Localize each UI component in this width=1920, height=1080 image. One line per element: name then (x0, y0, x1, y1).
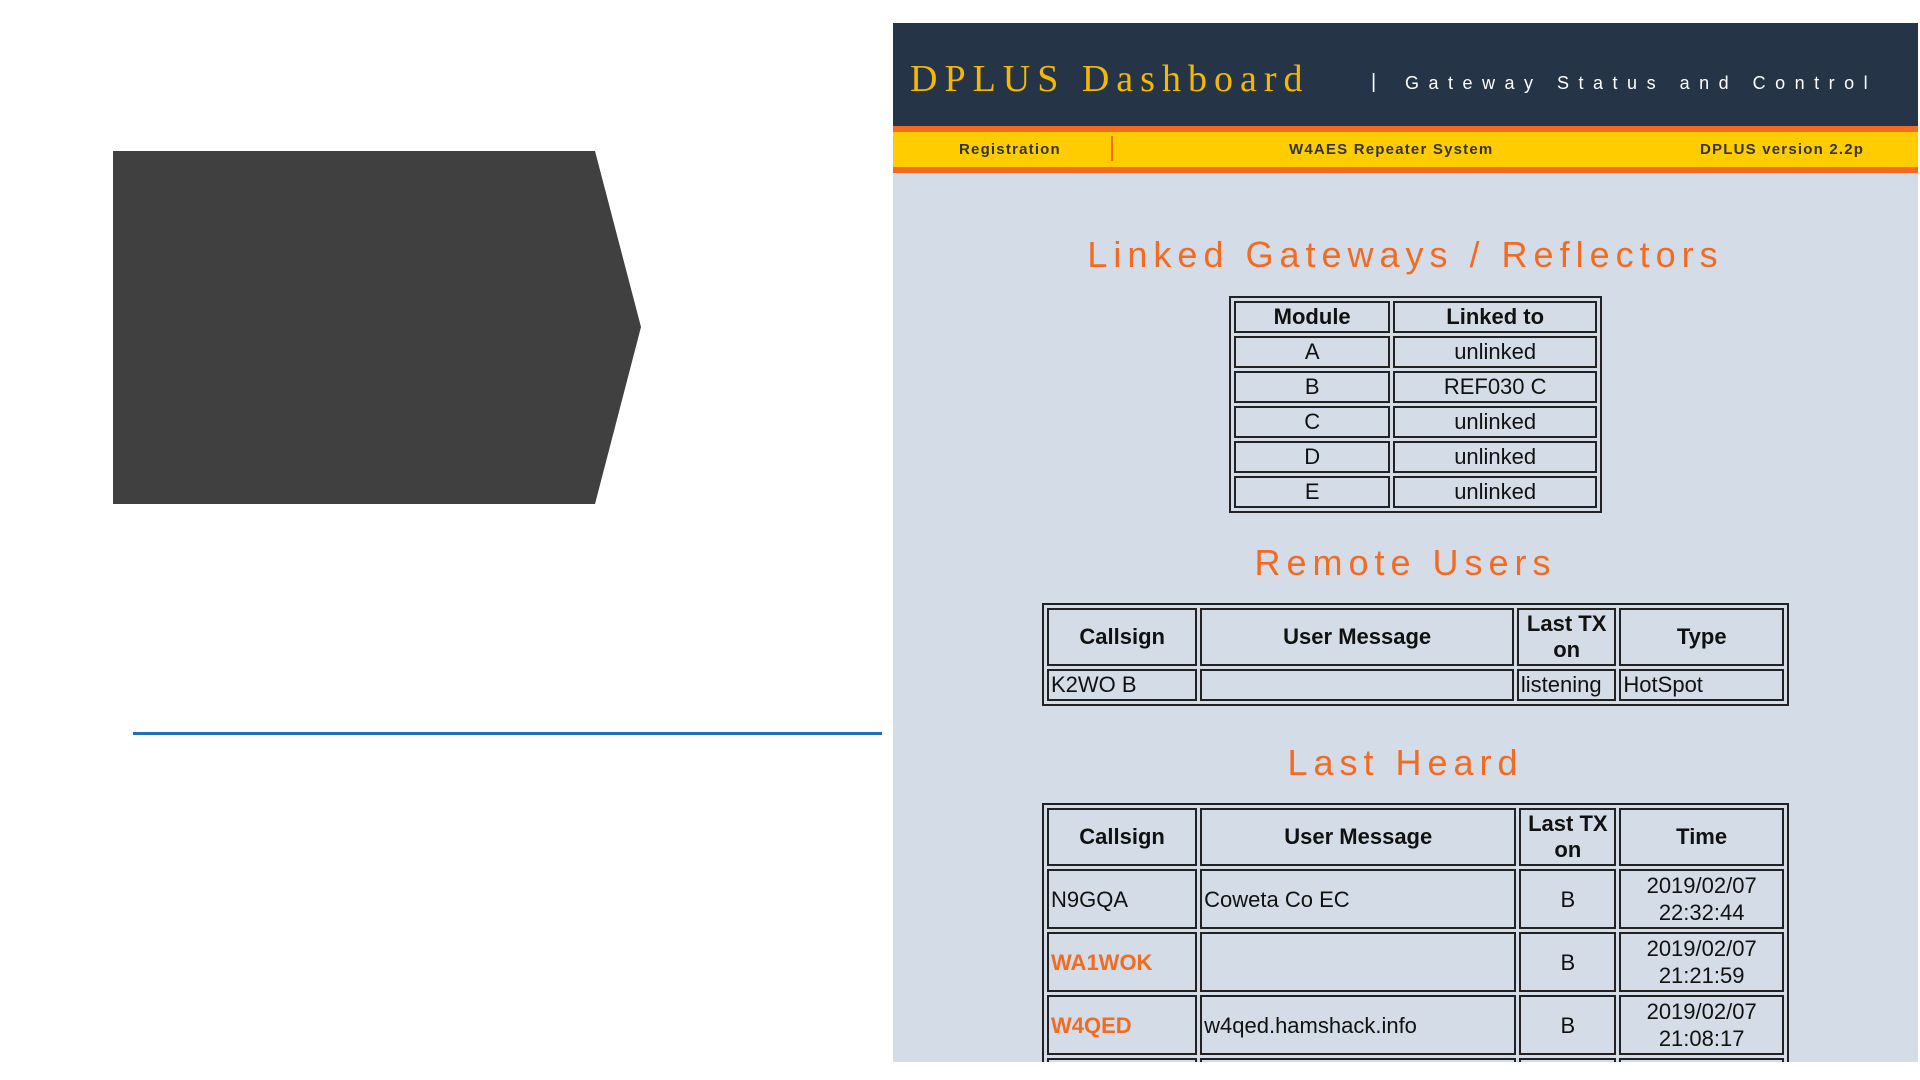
date-text: 2019/02/07 (1646, 873, 1757, 898)
remote-users-heading: Remote Users (1254, 542, 1557, 583)
column-header: Type (1619, 608, 1784, 666)
linked-to-cell: unlinked (1393, 336, 1597, 368)
user-message-cell: w4qed.hamshack.info (1200, 995, 1517, 1055)
column-header: Last TX on (1516, 608, 1617, 666)
callsign-cell: K2WO B (1047, 669, 1198, 701)
type-cell: HotSpot (1619, 669, 1784, 701)
user-message-cell (1200, 669, 1514, 701)
nav-divider (1111, 136, 1113, 161)
linked-to-cell: unlinked (1393, 476, 1597, 508)
dashboard-subtitle: Gateway Status and Control (1405, 73, 1878, 93)
time-text: 21:21:59 (1658, 963, 1745, 988)
user-message-cell: Coweta Co EC (1200, 869, 1517, 929)
last-tx-cell: B (1519, 869, 1617, 929)
module-cell: B (1234, 371, 1391, 403)
module-cell: C (1234, 406, 1391, 438)
callsign-cell: N9GQA (1047, 869, 1198, 929)
column-header: User Message (1200, 608, 1514, 666)
last-heard-heading: Last Heard (1287, 742, 1524, 783)
column-header: Callsign (1047, 608, 1198, 666)
module-cell: D (1234, 441, 1391, 473)
table-header-row: Callsign User Message Last TX on Type (1047, 608, 1784, 666)
time-text: 21:08:17 (1658, 1026, 1745, 1051)
last-tx-cell: listening (1516, 669, 1617, 701)
last-tx-cell (1519, 1058, 1617, 1062)
user-message-cell (1200, 1058, 1517, 1062)
table-row (1047, 1058, 1784, 1062)
column-header: User Message (1200, 808, 1517, 866)
callsign-cell (1047, 1058, 1198, 1062)
nav-registration-link[interactable]: Registration (959, 141, 1061, 158)
time-cell (1619, 1058, 1784, 1062)
linked-to-cell: unlinked (1393, 441, 1597, 473)
remote-users-table: Callsign User Message Last TX on Type K2… (1042, 603, 1789, 706)
date-text: 2019/02/07 (1646, 936, 1757, 961)
column-header: Callsign (1047, 808, 1198, 866)
linked-to-cell: REF030 C (1393, 371, 1597, 403)
slide-divider-line (133, 732, 882, 735)
table-row: K2WO B listening HotSpot (1047, 669, 1784, 701)
header-separator: | (1371, 71, 1377, 93)
dashboard-title: DPLUS Dashboard (910, 58, 1310, 100)
last-tx-cell: B (1519, 995, 1617, 1055)
callsign-cell: WA1WOK (1047, 932, 1198, 992)
column-header: Module (1234, 301, 1391, 333)
table-header-row: Callsign User Message Last TX on Time (1047, 808, 1784, 866)
column-header: Last TX on (1519, 808, 1617, 866)
linked-gateways-heading: Linked Gateways / Reflectors (1087, 234, 1724, 275)
nav-version: DPLUS version 2.2p (1700, 141, 1865, 158)
last-heard-table: Callsign User Message Last TX on Time N9… (1042, 803, 1789, 1062)
column-header: Time (1619, 808, 1784, 866)
last-tx-cell: B (1519, 932, 1617, 992)
date-text: 2019/02/07 (1646, 999, 1757, 1024)
slide-chevron-shape (113, 151, 641, 504)
table-header-row: Module Linked to (1234, 301, 1597, 333)
module-cell: E (1234, 476, 1391, 508)
nav-system-name: W4AES Repeater System (1289, 141, 1494, 158)
user-message-cell (1200, 932, 1517, 992)
linked-to-cell: unlinked (1393, 406, 1597, 438)
time-text: 22:32:44 (1658, 900, 1745, 925)
dashboard-screenshot: DPLUS Dashboard | Gateway Status and Con… (893, 23, 1918, 1062)
nav-bar: Registration W4AES Repeater System DPLUS… (893, 126, 1918, 173)
header-banner: DPLUS Dashboard | Gateway Status and Con… (893, 23, 1918, 126)
module-cell: A (1234, 336, 1391, 368)
callsign-cell: W4QED (1047, 995, 1198, 1055)
column-header: Linked to (1393, 301, 1597, 333)
